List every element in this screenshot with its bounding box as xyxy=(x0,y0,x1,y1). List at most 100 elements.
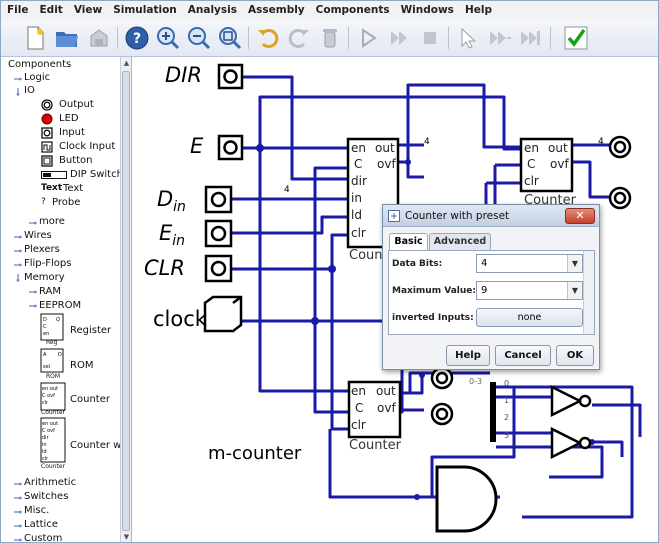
zoom-fit-icon[interactable] xyxy=(216,24,244,52)
tree-item-rom[interactable]: ROM xyxy=(70,360,94,371)
dialog-scrollbar[interactable] xyxy=(583,251,594,334)
new-file-icon[interactable] xyxy=(21,24,49,52)
sidebar-scrollbar[interactable]: ▲ ▼ xyxy=(120,57,131,542)
menu-file[interactable]: File xyxy=(7,4,29,16)
tree-collapse-icon[interactable] xyxy=(14,88,22,96)
menu-help[interactable]: Help xyxy=(464,4,492,16)
tree-item-io[interactable]: IO xyxy=(24,85,35,96)
tree-expand-icon[interactable] xyxy=(14,247,22,255)
svg-text:C: C xyxy=(43,324,47,330)
inverted-inputs-button[interactable]: none xyxy=(476,308,583,327)
tree-expand-icon[interactable] xyxy=(14,75,22,83)
tree-item-dip-switch[interactable]: DIP Switch xyxy=(70,169,120,180)
zoom-in-icon[interactable] xyxy=(154,24,182,52)
tab-basic[interactable]: Basic xyxy=(389,233,428,251)
counter-top-clr: clr xyxy=(351,226,366,240)
tree-item-counter-with-preset[interactable]: Counter wit xyxy=(70,440,120,451)
tree-item-clock-input[interactable]: Clock Input xyxy=(59,141,116,152)
help-button[interactable]: Help xyxy=(446,345,490,366)
scroll-up-icon[interactable]: ▲ xyxy=(123,59,130,67)
tree-item-memory[interactable]: Memory xyxy=(24,272,65,283)
toolbar-separator xyxy=(448,27,449,49)
tree-item-register[interactable]: Register xyxy=(70,325,112,336)
move-tool-icon[interactable] xyxy=(485,24,513,52)
dialog-titlebar[interactable]: Counter with preset ✕ xyxy=(383,205,599,227)
tree-item-more[interactable]: more xyxy=(39,216,65,227)
svg-text:dir: dir xyxy=(42,435,50,441)
menu-assembly[interactable]: Assembly xyxy=(248,4,305,16)
cancel-button[interactable]: Cancel xyxy=(495,345,551,366)
step-forward-icon[interactable] xyxy=(385,24,413,52)
help-icon[interactable]: ? xyxy=(123,24,151,52)
led-icon xyxy=(41,113,53,125)
tree-expand-icon[interactable] xyxy=(29,288,37,296)
tree-item-probe[interactable]: Probe xyxy=(52,197,81,208)
delete-icon[interactable] xyxy=(316,24,344,52)
counter-top-en: en xyxy=(351,141,366,155)
stop-icon[interactable] xyxy=(416,24,444,52)
run-icon[interactable] xyxy=(354,24,382,52)
tree-item-led[interactable]: LED xyxy=(59,113,79,124)
redo-icon[interactable] xyxy=(285,24,313,52)
tree-expand-icon[interactable] xyxy=(14,261,22,269)
tree-item-button[interactable]: Button xyxy=(59,155,93,166)
tree-item-plexers[interactable]: Plexers xyxy=(24,244,60,255)
counter-properties-dialog: Counter with preset ✕ Basic Advanced Dat… xyxy=(382,204,600,370)
menu-windows[interactable]: Windows xyxy=(400,4,454,16)
tab-advanced[interactable]: Advanced xyxy=(429,233,491,251)
scrollbar-thumb[interactable] xyxy=(122,71,130,531)
tree-item-logic[interactable]: Logic xyxy=(24,72,51,83)
tree-item-arithmetic[interactable]: Arithmetic xyxy=(24,477,77,488)
tree-item-eeprom[interactable]: EEPROM xyxy=(39,300,82,311)
circuit-drawing xyxy=(203,63,642,533)
chevron-down-icon[interactable]: ▼ xyxy=(567,255,582,272)
undo-icon[interactable] xyxy=(254,24,282,52)
tree-item-misc[interactable]: Misc. xyxy=(24,505,50,516)
tree-item-lattice[interactable]: Lattice xyxy=(24,519,58,530)
save-icon[interactable] xyxy=(85,24,113,52)
chevron-down-icon[interactable]: ▼ xyxy=(567,282,582,299)
counter-top-ovf: ovf xyxy=(377,157,396,171)
scroll-down-icon[interactable]: ▼ xyxy=(123,533,130,541)
tree-expand-icon[interactable] xyxy=(14,522,22,530)
tree-item-switches[interactable]: Switches xyxy=(24,491,69,502)
open-folder-icon[interactable] xyxy=(53,24,81,52)
menu-analysis[interactable]: Analysis xyxy=(187,4,237,16)
counter-bottom-c: C xyxy=(355,401,364,415)
data-bits-select[interactable]: 4 ▼ xyxy=(476,254,583,273)
tree-expand-icon[interactable] xyxy=(29,219,37,227)
wire-tool-icon[interactable] xyxy=(516,24,544,52)
tree-expand-icon[interactable] xyxy=(14,536,22,543)
tree-collapse-icon[interactable] xyxy=(14,274,22,282)
tree-item-text[interactable]: Text xyxy=(63,183,84,194)
dip-switch-icon xyxy=(41,171,67,179)
menu-view[interactable]: View xyxy=(73,4,103,16)
tree-item-output[interactable]: Output xyxy=(59,99,94,110)
tree-item-custom[interactable]: Custom xyxy=(24,533,63,543)
bus-width-label: 4 xyxy=(284,185,290,195)
tree-expand-icon[interactable] xyxy=(14,480,22,488)
svg-text:clr: clr xyxy=(42,400,49,406)
svg-text:C ovf: C ovf xyxy=(42,428,55,434)
ok-button[interactable]: OK xyxy=(556,345,594,366)
zoom-out-icon[interactable] xyxy=(185,24,213,52)
tree-expand-icon[interactable] xyxy=(14,233,22,241)
tree-item-wires[interactable]: Wires xyxy=(24,230,52,241)
menu-simulation[interactable]: Simulation xyxy=(113,4,177,16)
tree-expand-icon[interactable] xyxy=(14,494,22,502)
check-icon[interactable] xyxy=(562,24,590,52)
select-tool-icon[interactable] xyxy=(454,24,482,52)
tree-item-flip-flops[interactable]: Flip-Flops xyxy=(24,258,72,269)
tree-expand-icon[interactable] xyxy=(14,508,22,516)
tree-item-ram[interactable]: RAM xyxy=(39,286,62,297)
tree-root[interactable]: Components xyxy=(8,59,72,70)
tree-item-counter[interactable]: Counter xyxy=(70,394,110,405)
menu-edit[interactable]: Edit xyxy=(39,4,63,16)
tree-expand-icon[interactable] xyxy=(29,302,37,310)
tree-item-input[interactable]: Input xyxy=(59,127,85,138)
close-icon[interactable]: ✕ xyxy=(565,208,595,224)
menu-components[interactable]: Components xyxy=(315,4,390,16)
max-value-select[interactable]: 9 ▼ xyxy=(476,281,583,300)
inverted-inputs-label: inverted Inputs: xyxy=(392,313,474,323)
